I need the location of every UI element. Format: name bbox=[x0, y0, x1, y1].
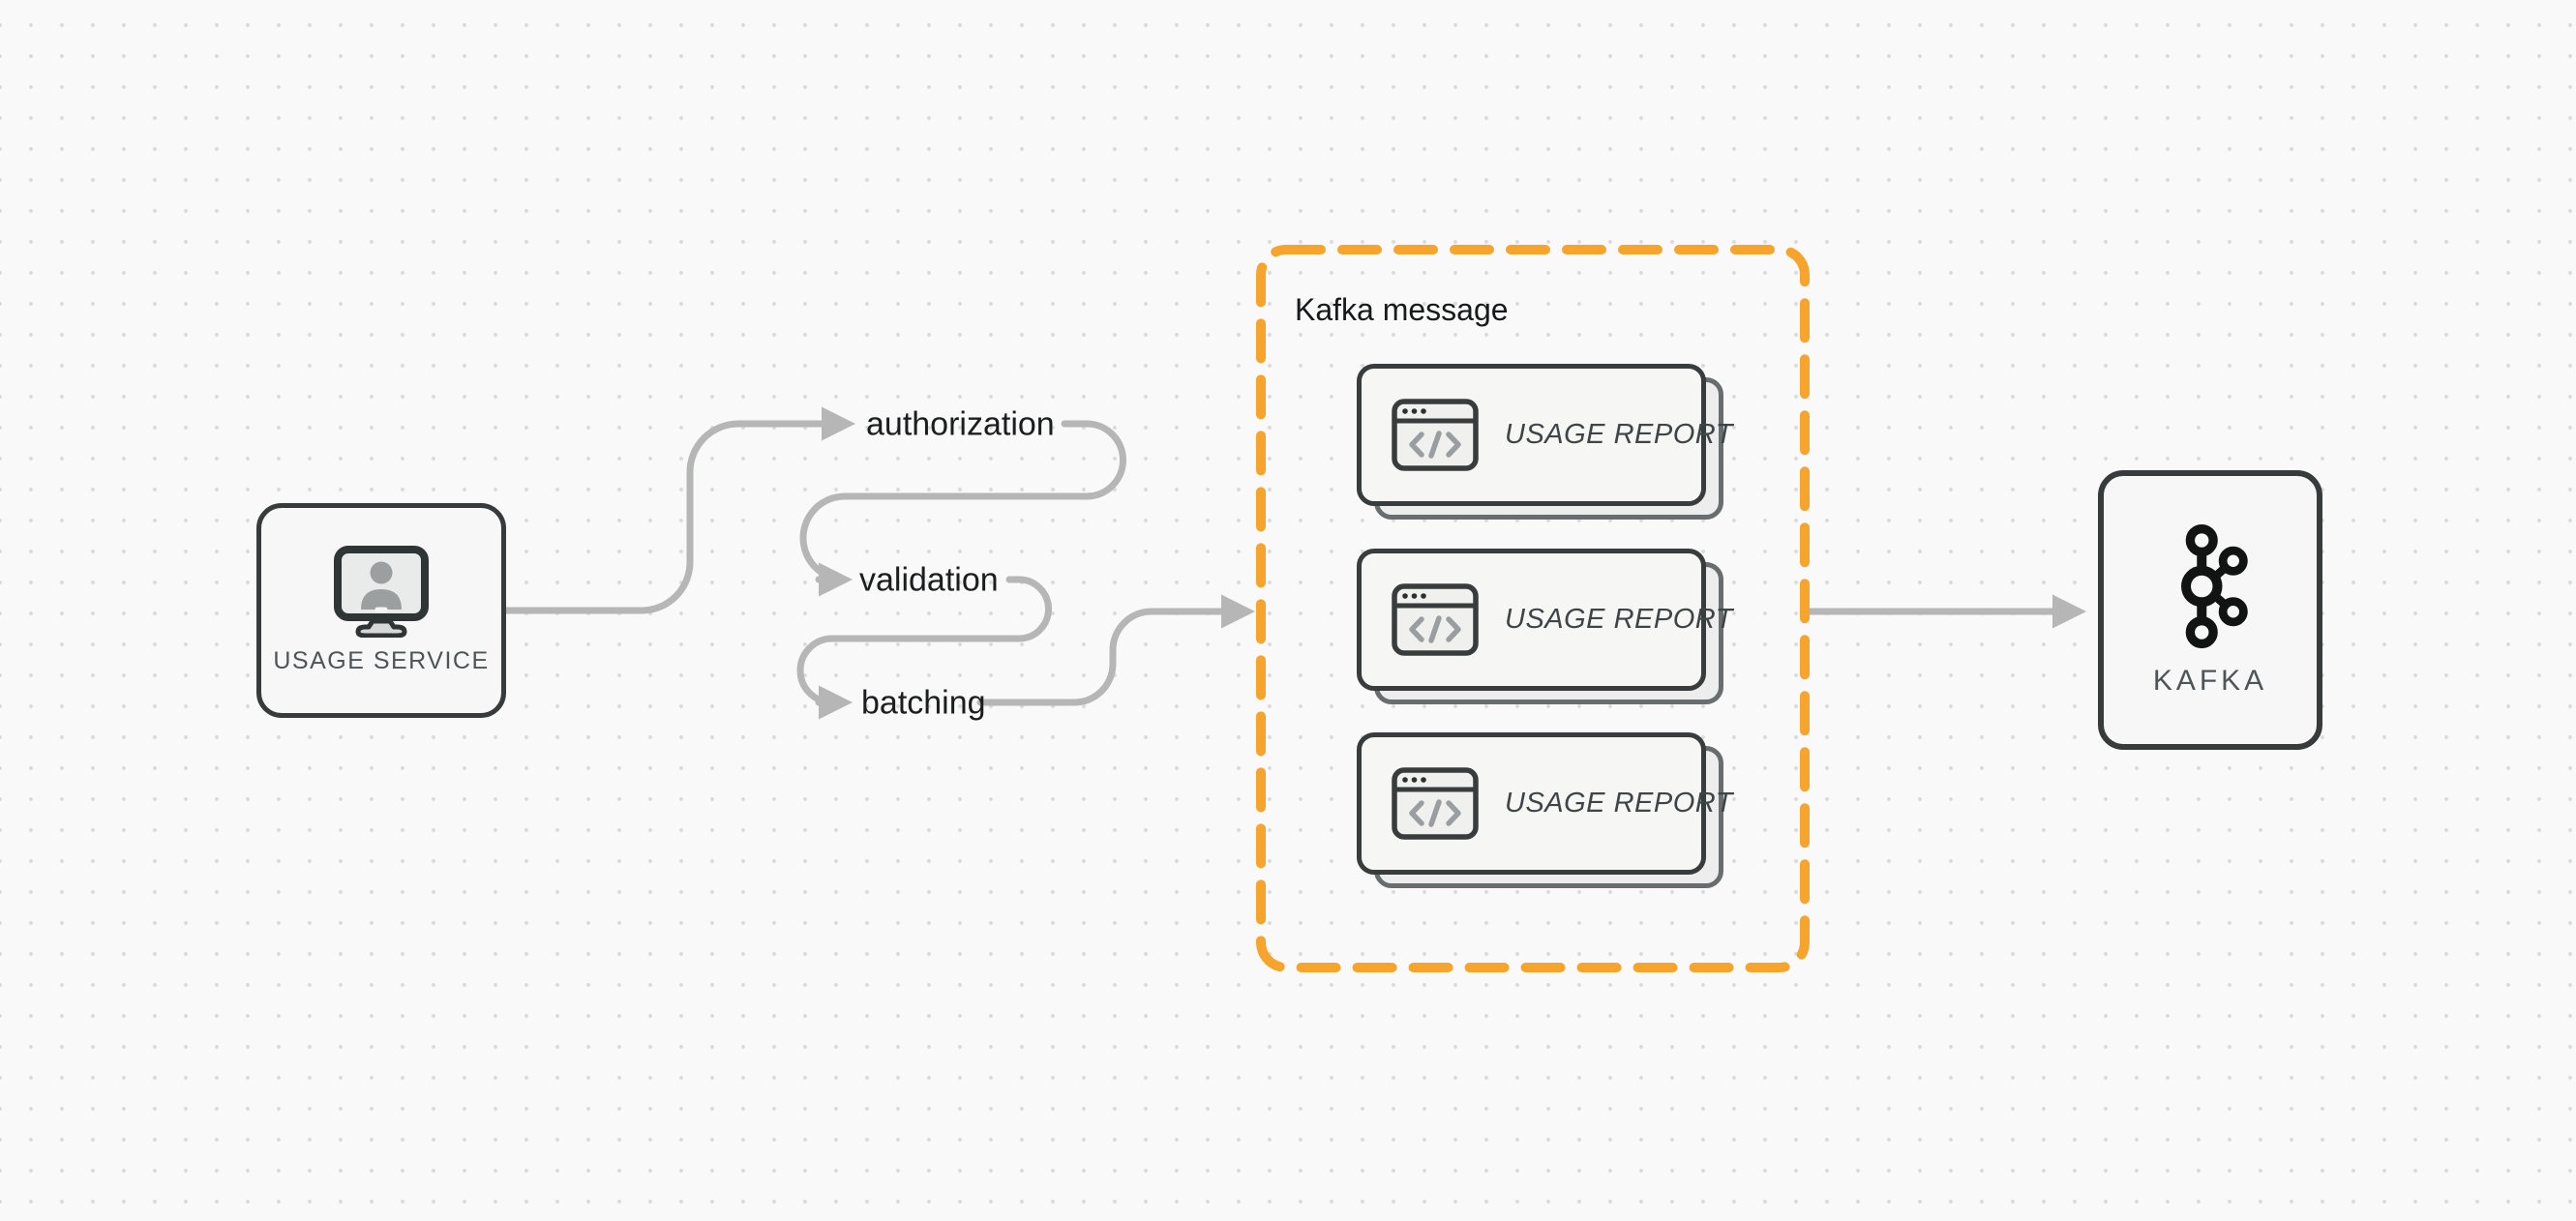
kafka-logo-icon bbox=[2181, 523, 2248, 648]
code-window-icon bbox=[1392, 767, 1479, 840]
kafka-message-group-border[interactable] bbox=[1256, 245, 1810, 972]
usage-report-card-3[interactable]: USAGE REPORT bbox=[1357, 732, 1732, 875]
usage-report-card-1[interactable]: USAGE REPORT bbox=[1357, 364, 1732, 506]
connector-usage-service-to-authorization bbox=[502, 420, 825, 614]
usage-service-label: USAGE SERVICE bbox=[273, 647, 490, 674]
monitor-user-icon bbox=[334, 546, 429, 638]
arrowhead-batching bbox=[819, 685, 853, 720]
arrowhead-validation bbox=[819, 562, 853, 597]
step-label-batching[interactable]: batching bbox=[861, 684, 986, 722]
usage-report-card-2[interactable]: USAGE REPORT bbox=[1357, 549, 1732, 691]
node-kafka[interactable]: KAFKA bbox=[2098, 470, 2322, 750]
connector-batching-to-group bbox=[976, 608, 1225, 706]
code-window-icon bbox=[1392, 399, 1479, 471]
connector-validation-to-batching bbox=[796, 576, 1053, 706]
code-window-icon bbox=[1392, 583, 1479, 656]
usage-report-label: USAGE REPORT bbox=[1505, 419, 1733, 450]
usage-report-label: USAGE REPORT bbox=[1505, 788, 1733, 819]
arrowhead-authorization bbox=[822, 406, 855, 441]
step-label-authorization[interactable]: authorization bbox=[866, 405, 1055, 443]
connector-authorization-to-validation bbox=[799, 420, 1127, 583]
node-usage-service[interactable]: USAGE SERVICE bbox=[256, 503, 506, 718]
arrowhead-into-kafka bbox=[2052, 594, 2086, 629]
arrowhead-into-group bbox=[1221, 594, 1255, 629]
step-label-validation[interactable]: validation bbox=[859, 561, 999, 599]
kafka-message-group-title: Kafka message bbox=[1295, 292, 1509, 327]
usage-report-label: USAGE REPORT bbox=[1505, 604, 1733, 635]
kafka-label: KAFKA bbox=[2152, 664, 2268, 697]
